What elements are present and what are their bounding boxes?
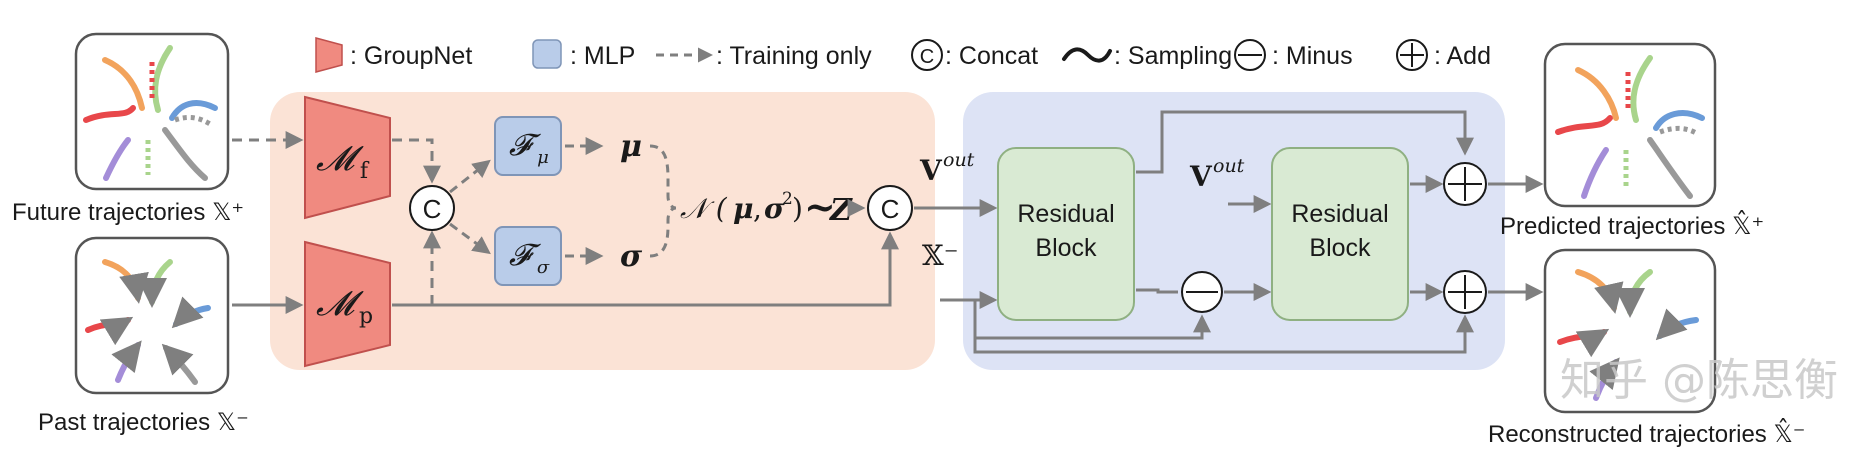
past-trajectories-card [74,236,230,395]
mf-subscript: f [360,159,370,184]
normal-comma: , [753,192,762,225]
output-concat-symbol: C [881,194,900,224]
future-trajectories-card [74,32,230,191]
vout-label-2: V [1189,160,1213,193]
legend-training-only-label: : Training only [716,42,872,70]
mp-groupnet-block [304,240,391,368]
zhihu-watermark: 知乎 @陈思衡 [1560,355,1838,406]
reconstructed-trajectories-card [1543,248,1717,414]
residual-block-2-line2: Block [1309,234,1371,262]
normal-close: ) [792,192,803,225]
vout-sup-2: out [1213,155,1245,177]
past-trajectories-label: Past trajectories 𝕏⁻ [38,409,249,436]
sigma-symbol: 𝝈 [620,239,643,274]
z-symbol: 𝒁 [829,193,853,228]
x-minus-skip-to-bottom-add-line [973,314,1474,354]
vout-label-1: V [919,154,943,187]
normal-sigma: 𝝈 [764,192,785,225]
mu-symbol: 𝝁 [620,129,642,164]
legend: : GroupNet : MLP : Training only C : Con… [315,37,1491,73]
legend-sampling-label: : Sampling [1114,42,1232,70]
concat-legend-symbol: C [920,46,934,68]
x-minus-label: 𝕏⁻ [922,239,959,272]
encoder-panel [270,92,935,370]
normal-squared: 2 [782,189,793,209]
mp-to-output-concat-line [392,231,899,307]
f-sigma-subscript: σ [537,257,550,278]
f-mu-subscript: μ [537,147,549,168]
predicted-trajectories-card [1543,42,1717,208]
groupnet-legend-icon [315,37,343,73]
concat-legend-icon [911,39,943,71]
legend-concat-label: : Concat [945,42,1038,70]
f-mu-mlp-block [494,116,562,176]
encoder-concat-node [409,185,455,231]
future-trajectories-label: Future trajectories 𝕏⁺ [12,199,244,226]
vout-sup-1: out [943,149,975,171]
mf-groupnet-block [304,95,391,220]
legend-minus-label: : Minus [1272,42,1353,70]
x-minus-skip-to-minus-line [973,300,1211,340]
sampling-legend-icon [1062,47,1112,63]
concat-to-fsigma-dashed-arrow [449,222,491,255]
mlp-legend-icon [532,39,562,69]
encoder-concat-symbol: C [423,194,442,224]
mf-to-concat-dashed-arrow [392,138,441,184]
residual-block-1 [997,147,1135,321]
normal-distribution-expression: 𝒩 ( 𝝁 , 𝝈 2 ) ~ 𝒁 [680,184,853,229]
f-sigma-mlp-block [494,226,562,286]
normal-mu: 𝝁 [733,192,754,225]
mu-sigma-to-normal-dashed-curve [649,144,677,210]
residual-block-1-line1: Residual [1017,200,1114,228]
normal-prefix: 𝒩 ( [680,192,728,225]
residual-block-2 [1271,147,1409,321]
output-concat-node [867,185,913,231]
concat-to-fmu-dashed-arrow [449,159,491,194]
sampling-tilde: ~ [804,184,836,229]
legend-mlp-label: : MLP [570,42,635,70]
residual1-to-minus-line [1136,288,1178,294]
residual-block-2-line1: Residual [1291,200,1388,228]
legend-groupnet-label: : GroupNet [350,42,472,70]
residual1-to-top-add-line [1136,110,1474,174]
residual-block-1-line2: Block [1035,234,1097,262]
legend-add-label: : Add [1434,42,1491,70]
reconstructed-trajectories-label: Reconstructed trajectories 𝕏̂⁻ [1488,418,1805,448]
predicted-trajectories-label: Predicted trajectories 𝕏̂⁺ [1500,210,1764,240]
sigma-to-normal-dashed-curve [649,206,677,258]
mp-subscript: p [359,304,373,329]
